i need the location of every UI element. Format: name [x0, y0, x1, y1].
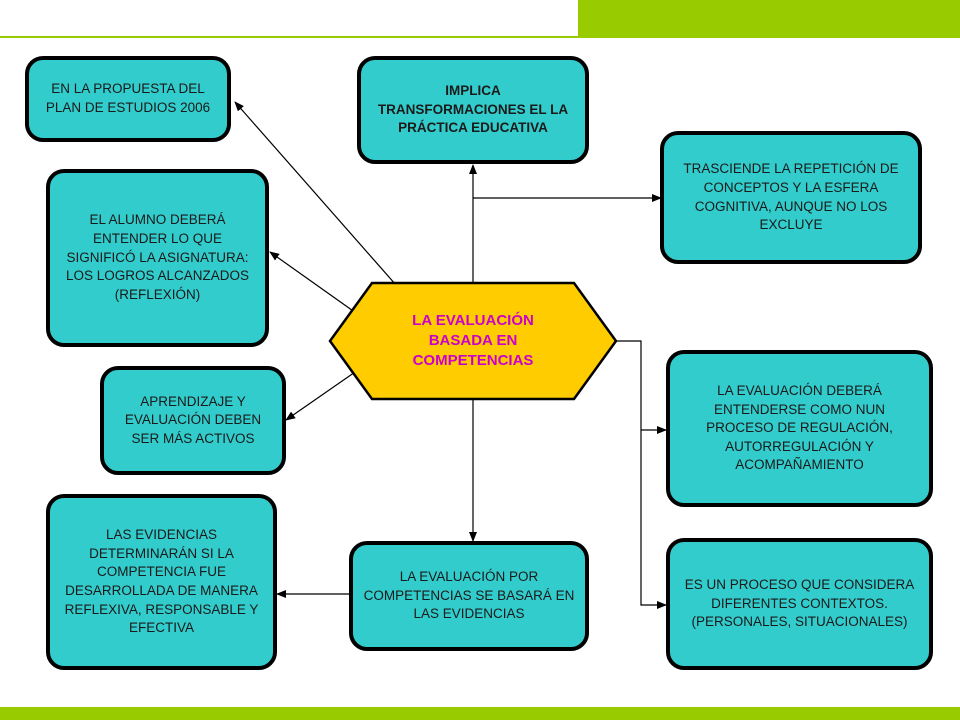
- connector-to-regulacion: [616, 340, 667, 434]
- center-node-label: LA EVALUACIÓN BASADA EN COMPETENCIAS: [412, 311, 534, 370]
- node-transformaciones-label: IMPLICA TRANSFORMACIONES EL LA PRÁCTICA …: [377, 83, 569, 136]
- top-accent-bar: [578, 0, 960, 36]
- node-trasciende-label: TRASCIENDE LA REPETICIÓN DE CONCEPTOS Y …: [683, 161, 899, 233]
- node-alumno-label: EL ALUMNO DEBERÁ ENTENDER LO QUE SIGNIFI…: [65, 212, 250, 302]
- node-aprendizaje: APRENDIZAJE Y EVALUACIÓN DEBEN SER MÁS A…: [100, 366, 286, 475]
- connector-to-alumno: [269, 251, 357, 314]
- node-trasciende: TRASCIENDE LA REPETICIÓN DE CONCEPTOS Y …: [660, 131, 922, 264]
- node-alumno: EL ALUMNO DEBERÁ ENTENDER LO QUE SIGNIFI…: [46, 169, 269, 347]
- center-hexagon-shape: [328, 281, 618, 401]
- center-node: LA EVALUACIÓN BASADA EN COMPETENCIAS: [330, 283, 616, 399]
- node-regulacion-label: LA EVALUACIÓN DEBERÁ ENTENDERSE COMO NUN…: [706, 382, 893, 473]
- node-evaluacion-evidencias: LA EVALUACIÓN POR COMPETENCIAS SE BASARÁ…: [349, 541, 589, 651]
- node-evidencias-determinan-label: LAS EVIDENCIAS DETERMINARÁN SI LA COMPET…: [64, 527, 259, 636]
- node-plan-estudios-label: EN LA PROPUESTA DEL PLAN DE ESTUDIOS 200…: [45, 81, 211, 115]
- connector-to-aprendizaje: [285, 369, 359, 421]
- node-plan-estudios: EN LA PROPUESTA DEL PLAN DE ESTUDIOS 200…: [25, 56, 231, 142]
- connector-to-contextos: [640, 430, 667, 609]
- node-transformaciones: IMPLICA TRANSFORMACIONES EL LA PRÁCTICA …: [357, 56, 589, 164]
- node-regulacion: LA EVALUACIÓN DEBERÁ ENTENDERSE COMO NUN…: [666, 350, 933, 507]
- node-evaluacion-evidencias-label: LA EVALUACIÓN POR COMPETENCIAS SE BASARÁ…: [363, 569, 575, 622]
- node-contextos: ES UN PROCESO QUE CONSIDERA DIFERENTES C…: [666, 538, 933, 670]
- node-evidencias-determinan: LAS EVIDENCIAS DETERMINARÁN SI LA COMPET…: [46, 494, 277, 670]
- connector-to-plan: [234, 101, 397, 286]
- bottom-accent-bar: [0, 707, 960, 720]
- node-aprendizaje-label: APRENDIZAJE Y EVALUACIÓN DEBEN SER MÁS A…: [124, 393, 262, 446]
- top-accent-rule: [0, 36, 960, 38]
- node-contextos-label: ES UN PROCESO QUE CONSIDERA DIFERENTES C…: [684, 577, 915, 630]
